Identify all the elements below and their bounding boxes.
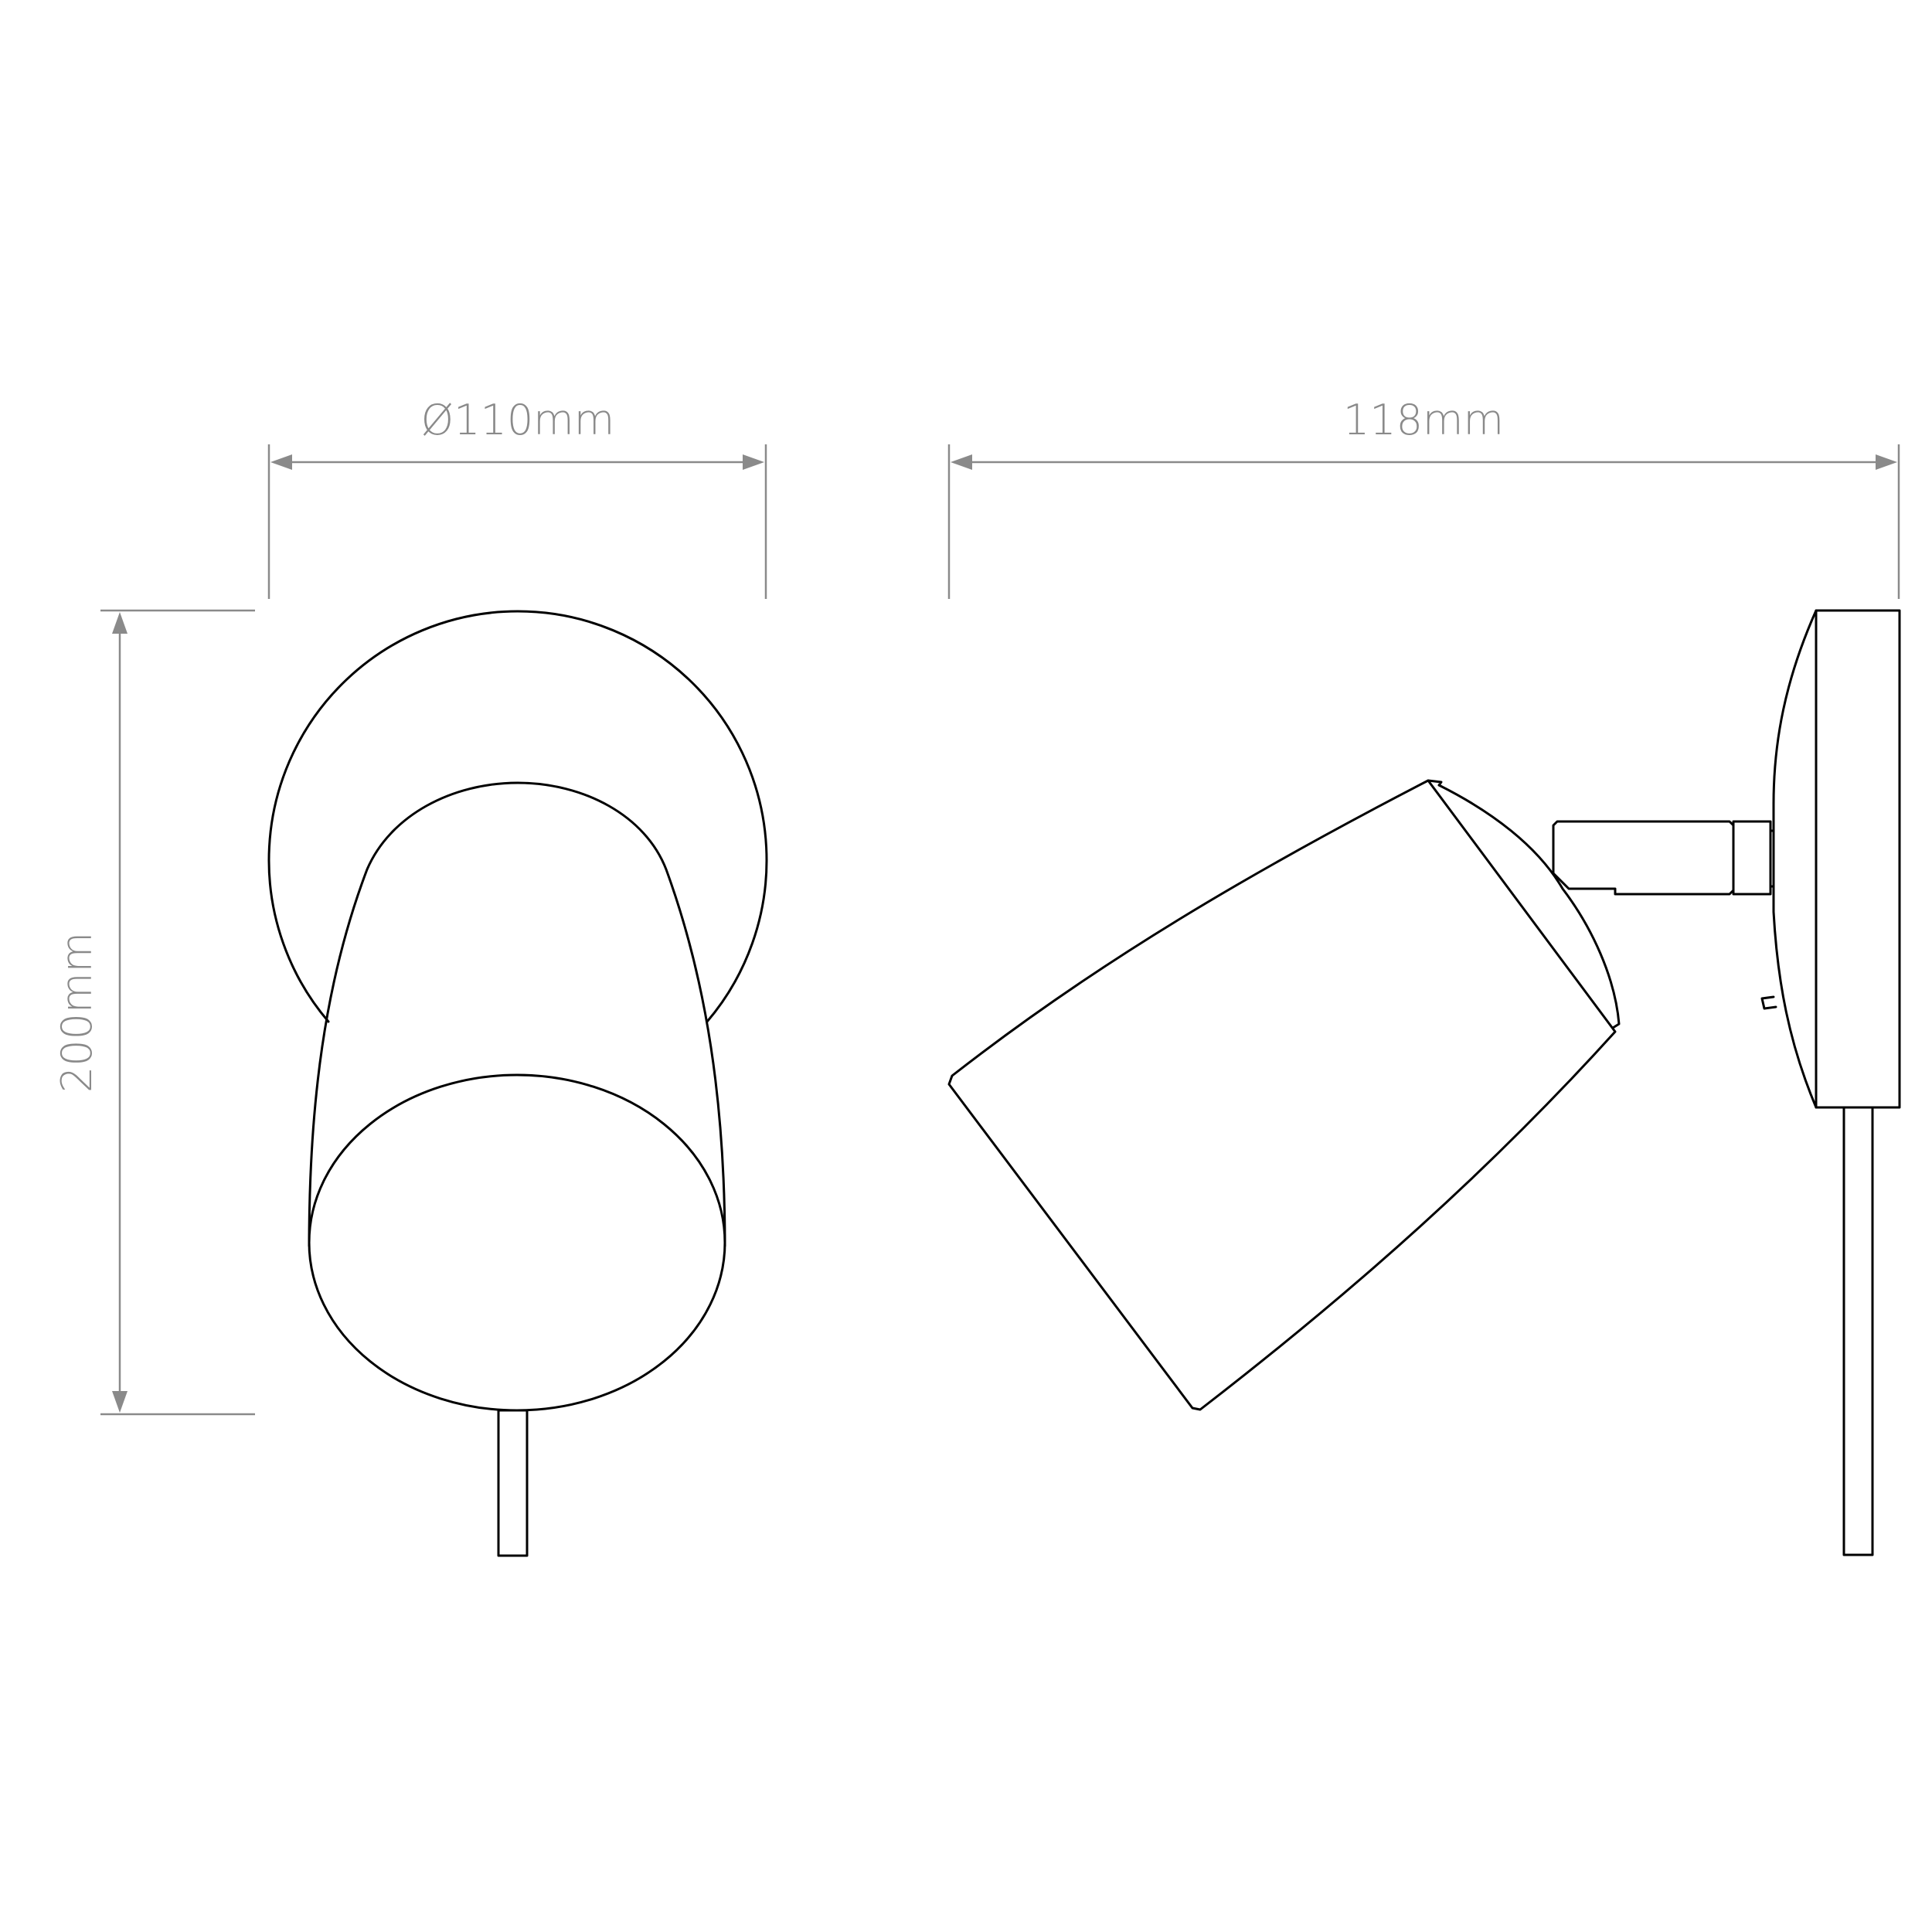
side-backplate-dome	[1772, 609, 1818, 1109]
diameter-dimension: Ø110mm	[267, 396, 767, 599]
height-dimension: 200mm	[53, 609, 255, 1416]
front-shade-body	[308, 781, 726, 1247]
diameter-label: Ø110mm	[421, 396, 615, 444]
front-shade-opening	[308, 1073, 726, 1412]
height-arrow-top	[112, 612, 128, 634]
height-label: 200mm	[53, 932, 101, 1093]
side-arm	[1552, 820, 1735, 896]
side-arm-collar	[1732, 820, 1772, 896]
height-arrow-bottom	[112, 1391, 128, 1413]
front-cable	[497, 1409, 529, 1557]
side-shade-body	[947, 779, 1617, 1411]
diameter-arrow-right	[743, 454, 764, 470]
depth-arrow-right	[1876, 454, 1897, 470]
side-backplate	[1815, 609, 1901, 1109]
side-cable	[1842, 1106, 1874, 1556]
depth-dimension: 118mm	[947, 396, 1900, 599]
depth-label: 118mm	[1343, 396, 1504, 444]
side-screw-detail	[1760, 995, 1777, 1010]
front-backplate	[267, 610, 768, 1023]
side-view	[947, 609, 1901, 1556]
front-view	[267, 610, 768, 1557]
side-shade-cap	[1427, 779, 1621, 1029]
diameter-arrow-left	[270, 454, 292, 470]
depth-arrow-left	[951, 454, 972, 470]
